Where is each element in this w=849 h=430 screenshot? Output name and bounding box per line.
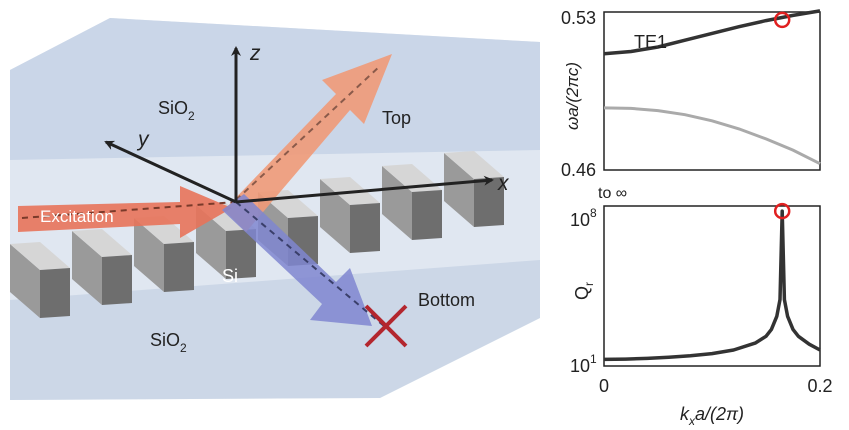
grating-bar-side	[382, 166, 412, 240]
q-ytick-top-base: 10	[570, 210, 590, 230]
grating-bar-side	[10, 244, 40, 318]
y-axis-label: y	[136, 128, 150, 151]
q-ytick-bottom: 101	[570, 352, 597, 376]
grating-bar-side	[320, 179, 350, 253]
grating-bar-front	[474, 177, 504, 227]
bottom-block-cross-icon	[364, 304, 408, 348]
cladding-bottom-face	[10, 260, 540, 400]
si-label: Si	[222, 266, 238, 286]
dispersion-bic-marker	[773, 11, 791, 29]
q-ylabel-main: Q	[572, 286, 592, 300]
q-plot-frame	[603, 205, 821, 367]
grating-bar-top	[444, 151, 504, 179]
bottom-beam-arrow	[222, 194, 372, 326]
bottom-sio2-sub: 2	[180, 341, 187, 355]
dispersion-line-te1	[603, 9, 821, 56]
top-sio2-sub: 2	[188, 109, 195, 123]
top-beam-arrow	[224, 54, 392, 232]
q-ytick-bottom-base: 10	[570, 356, 590, 376]
te1-series-label: TE1	[634, 32, 667, 52]
dispersion-plot: 0.53 0.46 ωa/(2πc) TE1	[561, 8, 821, 180]
top-beam-label: Top	[382, 108, 411, 128]
excitation-beam-axis	[21, 201, 237, 219]
grating-bar-front	[40, 268, 70, 318]
grating-bar-side	[72, 231, 102, 305]
bottom-beam-label: Bottom	[418, 290, 475, 310]
grating-bar-front	[412, 190, 442, 240]
q-ytick-bottom-exp: 1	[590, 352, 597, 366]
q-ylabel-sub: r	[582, 282, 596, 286]
q-factor-plot: to ∞ 108 101 Qr 0 0.2 kxa/(2π)	[570, 185, 833, 428]
q-ytick-top-exp: 8	[590, 206, 597, 220]
x-axis-label: x	[497, 172, 510, 195]
x-axis-line	[235, 175, 494, 204]
grating-bar-front	[226, 229, 256, 279]
q-ylabel: Qr	[572, 282, 596, 300]
grating-bar-front	[164, 242, 194, 292]
dispersion-ytick-bottom: 0.46	[561, 160, 596, 180]
dispersion-line-lower-band	[603, 106, 821, 166]
grating-bar-side	[134, 218, 164, 292]
q-xlabel-k: k	[680, 404, 690, 424]
dispersion-ytick-top: 0.53	[561, 8, 596, 28]
dispersion-plot-frame	[603, 11, 821, 171]
grating-bar-side	[444, 153, 474, 227]
schematic: z y x SiO2 SiO2 Si Excitation Top Bottom	[10, 18, 540, 400]
grating-bar-top	[10, 242, 70, 270]
excitation-label: Excitation	[40, 207, 114, 226]
y-axis-line	[104, 140, 237, 204]
q-xlabel: kxa/(2π)	[680, 404, 744, 428]
q-bic-marker	[773, 202, 791, 220]
grating-bar-top	[72, 229, 132, 257]
bottom-sio2-label: SiO2	[150, 330, 187, 355]
bottom-sio2-main: SiO	[150, 330, 180, 350]
dispersion-series	[603, 9, 821, 166]
q-xlabel-rest: a/(2π)	[695, 404, 744, 424]
grating-bar-front	[350, 203, 380, 253]
top-sio2-label: SiO2	[158, 98, 195, 123]
to-infinity-annotation: to ∞	[598, 185, 627, 202]
q-factor-line	[603, 209, 821, 362]
excitation-beam-arrow	[18, 186, 232, 238]
dispersion-ylabel: ωa/(2πc)	[563, 62, 582, 130]
q-xtick-right: 0.2	[807, 376, 832, 396]
top-sio2-main: SiO	[158, 98, 188, 118]
q-xtick-left: 0	[599, 376, 609, 396]
grating-bar-front	[102, 255, 132, 305]
z-axis-label: z	[249, 42, 261, 65]
q-ytick-top: 108	[570, 206, 597, 230]
q-series	[603, 202, 821, 362]
q-xlabel-sub: x	[688, 414, 696, 428]
